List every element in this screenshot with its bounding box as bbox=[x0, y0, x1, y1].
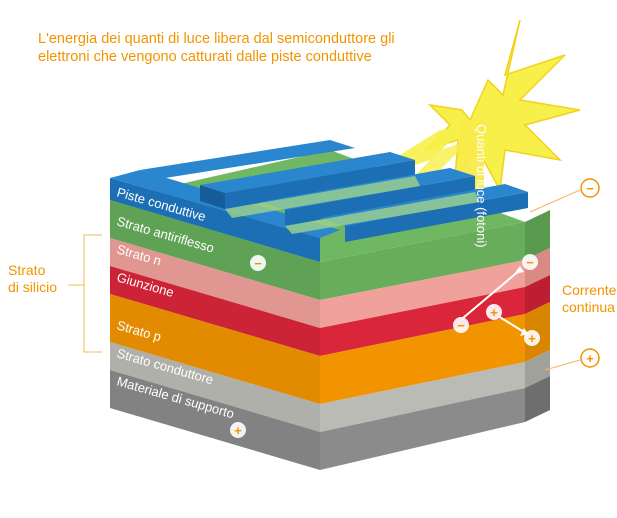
current-label-line-2: continua bbox=[562, 299, 615, 315]
electron-icon bbox=[453, 317, 469, 333]
hole-icon bbox=[230, 422, 246, 438]
direct-current-label: Corrente continua bbox=[562, 282, 616, 316]
silicon-bracket bbox=[68, 234, 102, 353]
diagram-caption: L'energia dei quanti di luce libera dal … bbox=[38, 30, 458, 66]
positive-terminal-icon bbox=[580, 348, 600, 368]
positive-terminal-sign: + bbox=[586, 351, 594, 366]
silicon-layer-label: Strato di silicio bbox=[8, 262, 57, 296]
electron-icon bbox=[250, 255, 266, 271]
hole-sign: + bbox=[234, 423, 242, 438]
charge-markers bbox=[230, 254, 540, 438]
light-quanta-label: Quanti di luce (fotoni) bbox=[474, 124, 489, 248]
silicon-label-line-2: di silicio bbox=[8, 279, 58, 295]
hole-sign: + bbox=[490, 305, 498, 320]
electron-icon bbox=[522, 254, 538, 270]
caption-line-2: elettroni che vengono catturati dalle pi… bbox=[38, 49, 372, 65]
electron-sign: − bbox=[457, 318, 465, 333]
electron-sign: − bbox=[254, 256, 262, 271]
conductive-tracks bbox=[110, 140, 528, 262]
terminals bbox=[529, 178, 600, 371]
negative-terminal-sign: − bbox=[586, 181, 594, 196]
negative-terminal-icon bbox=[580, 178, 600, 198]
hole-sign: + bbox=[528, 331, 536, 346]
block-right-side bbox=[525, 210, 550, 422]
copyright-credit: © Swissolar bbox=[478, 456, 526, 466]
electron-sign: − bbox=[526, 255, 534, 270]
block-front-face bbox=[110, 200, 525, 470]
silicon-label-line-1: Strato bbox=[8, 262, 46, 278]
caption-line-1: L'energia dei quanti di luce libera dal … bbox=[38, 31, 395, 47]
current-label-line-1: Corrente bbox=[562, 282, 617, 298]
